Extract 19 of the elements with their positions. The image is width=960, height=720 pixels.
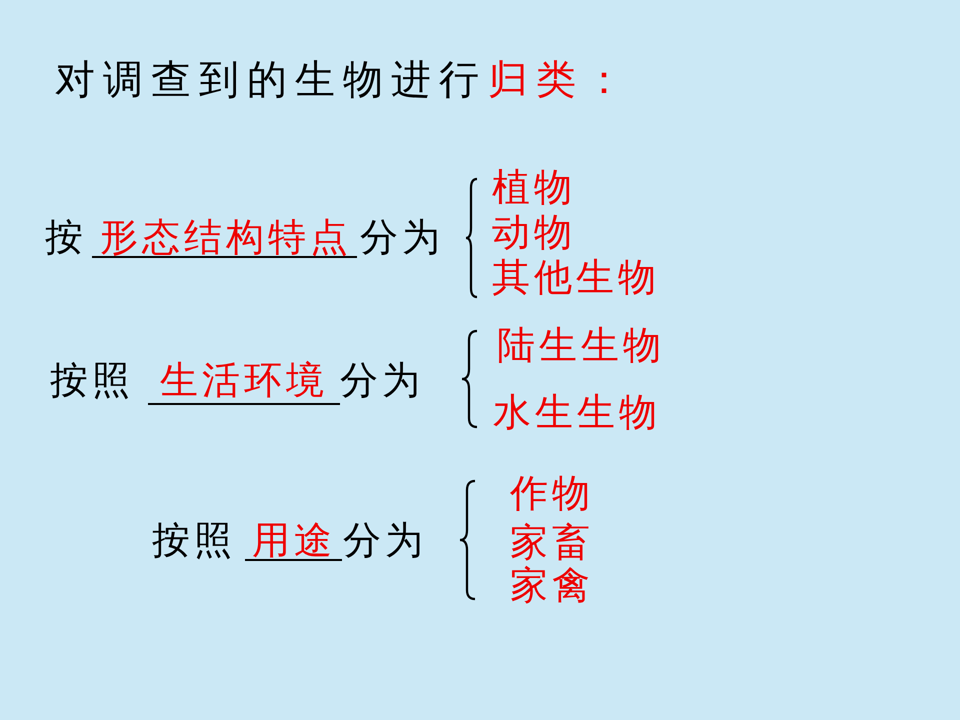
prompt-text: 分为	[340, 361, 424, 399]
heading-text: 归类：	[488, 60, 632, 100]
prompt-text: 分为	[360, 218, 444, 256]
category-text: 水生生物	[493, 393, 661, 431]
prompt-text: 按	[45, 218, 87, 256]
category-text: 家禽	[510, 566, 594, 604]
prompt-text: 分为	[343, 521, 427, 559]
heading-text: 对调查到的生物进行	[55, 60, 487, 100]
category-text: 陆生生物	[497, 326, 665, 364]
fill-in-line: 形态结构特点	[92, 218, 357, 258]
prompt-text: 按照	[50, 361, 134, 399]
category-text: 其他生物	[492, 258, 660, 296]
category-text: 家畜	[510, 523, 594, 561]
fill-in-line: 生活环境	[148, 361, 340, 405]
category-text: 作物	[510, 474, 594, 512]
category-text: 动物	[492, 213, 576, 251]
fill-in-line: 用途	[245, 521, 342, 561]
prompt-text: 按照	[152, 521, 236, 559]
category-text: 植物	[492, 168, 576, 206]
